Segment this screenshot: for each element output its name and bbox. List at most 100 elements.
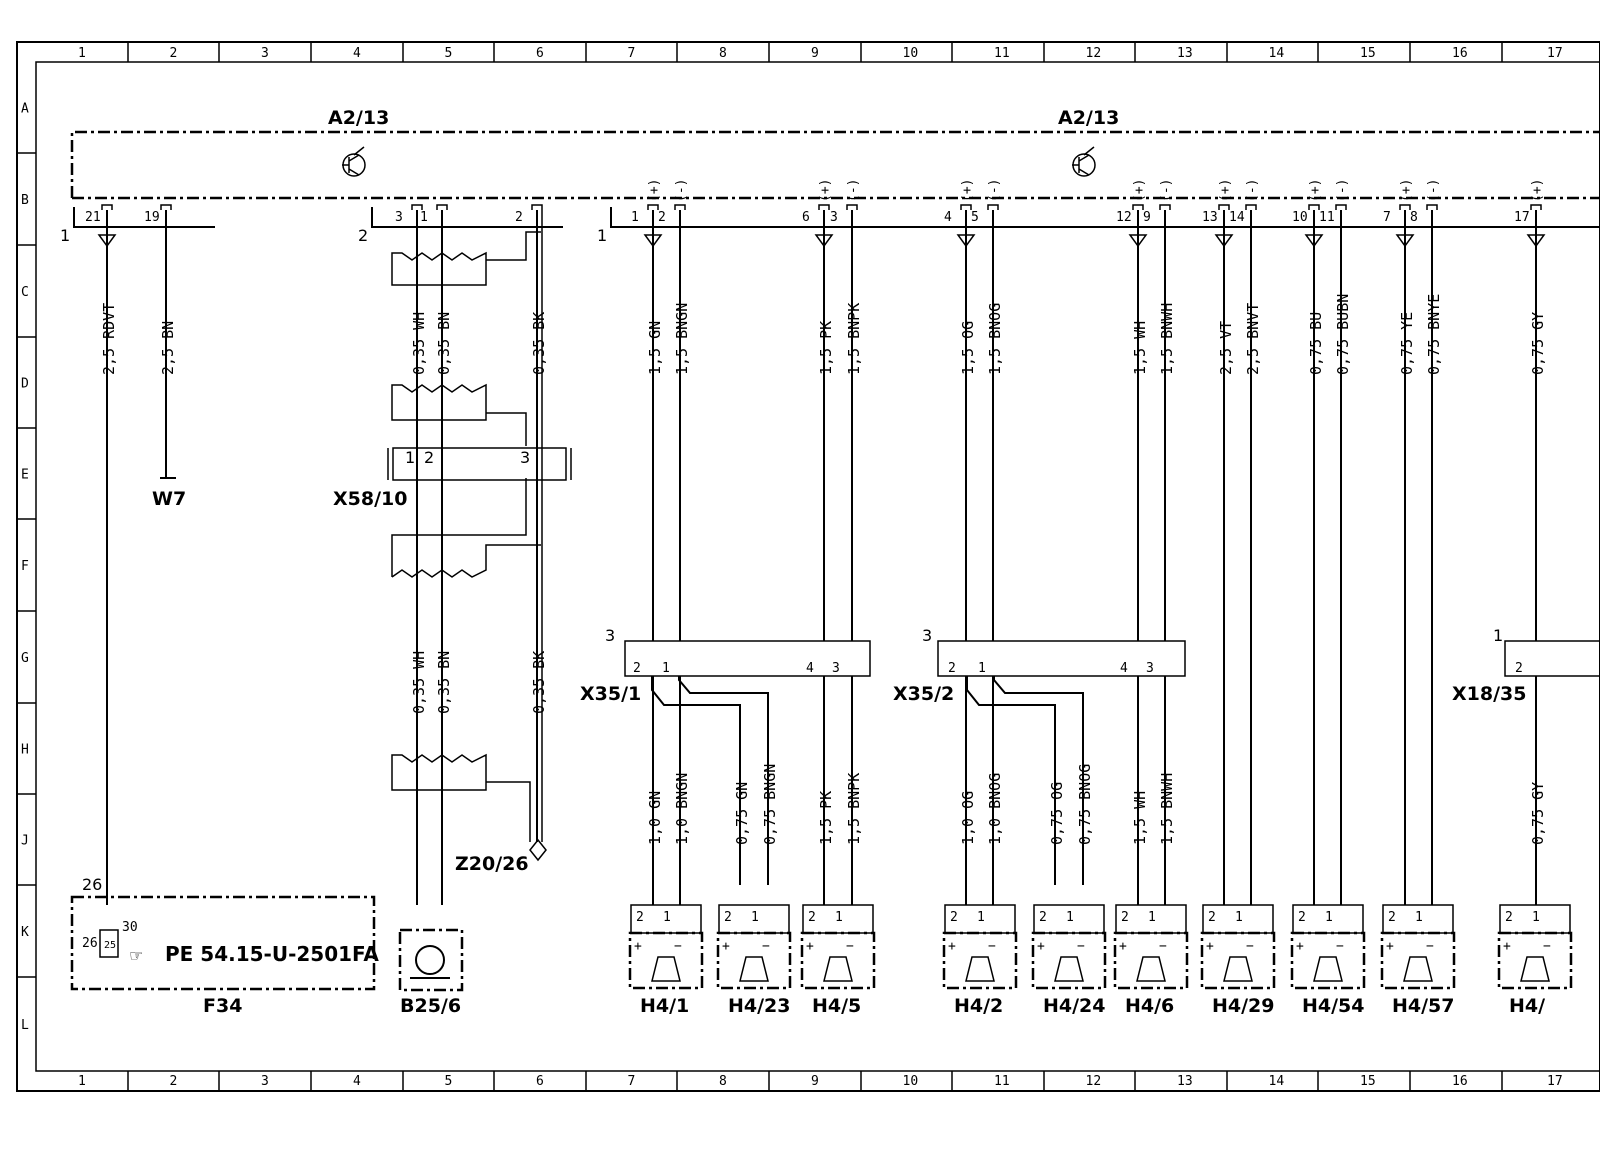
polarity-label: (+) <box>960 179 975 202</box>
minus-icon: − <box>846 939 854 954</box>
wire-label: 0,35 WH <box>410 312 428 375</box>
wire-label: 0,75 YE <box>1398 312 1416 375</box>
x35-2-connector <box>937 640 1186 677</box>
wire-sp7p: 7(+)0,75 YE <box>1383 179 1416 905</box>
wire-sp2p: 6(+)1,5 PK <box>802 179 835 641</box>
speaker-pin-1: 1 <box>1415 910 1423 925</box>
wire-label: 2,5 RDVT <box>100 303 118 375</box>
speaker-label: H4/2 <box>954 995 1003 1017</box>
speaker-pin-2: 2 <box>1505 910 1513 925</box>
speaker-connector <box>1033 904 1105 934</box>
connector-bar-2 <box>371 207 563 228</box>
x58-10-bracket <box>387 448 572 480</box>
plus-icon: + <box>1206 939 1214 954</box>
speaker-connector <box>630 904 702 934</box>
speaker-pin-2: 2 <box>724 910 732 925</box>
speaker-housing <box>628 931 704 990</box>
pin-contact <box>436 204 448 210</box>
speaker-housing <box>716 931 792 990</box>
connector-group-label: 2 <box>358 226 368 245</box>
minus-icon: − <box>1077 939 1085 954</box>
grid-row-label: A <box>21 102 29 117</box>
pin-contact <box>1308 204 1320 210</box>
pin-contact <box>674 204 686 210</box>
speaker-housing <box>1380 931 1456 990</box>
pin-contact <box>531 204 543 210</box>
speaker-pin-2: 2 <box>1208 910 1216 925</box>
mid-wire-label: 0,35 BK <box>530 651 548 714</box>
diode-icon <box>1526 234 1546 248</box>
pin-number: 3 <box>830 210 838 225</box>
grid-column-label: 11 <box>994 1074 1010 1089</box>
branch-wire <box>966 676 1056 885</box>
x35-1-pin-3: 3 <box>832 661 840 676</box>
f34-label: F34 <box>203 995 242 1017</box>
plus-icon: + <box>948 939 956 954</box>
plus-icon: + <box>1503 939 1511 954</box>
minus-icon: − <box>674 939 682 954</box>
wire-l13: 0,75 GY <box>1529 676 1547 905</box>
wire-label: 1,5 BNWH <box>1158 773 1176 845</box>
speaker-connector <box>944 904 1016 934</box>
grid-column-label: 16 <box>1452 46 1468 61</box>
grid-column-label: 8 <box>719 1074 727 1089</box>
speaker-icon <box>651 956 681 982</box>
grid-column-label: 4 <box>353 46 361 61</box>
wire-label: 0,75 BNGN <box>761 764 779 845</box>
speaker-label: H4/5 <box>812 995 861 1017</box>
x35-1-corner: 3 <box>605 626 615 645</box>
grid-column-label: 5 <box>445 1074 453 1089</box>
wire-label: 1,0 BNOG <box>986 773 1004 845</box>
junction-icon <box>529 838 547 862</box>
grid-column-label: 9 <box>811 46 819 61</box>
pin-number: 6 <box>802 210 810 225</box>
speaker-pin-1: 1 <box>1148 910 1156 925</box>
speaker-connector <box>1115 904 1187 934</box>
wire-label: 2,5 BNVT <box>1244 303 1262 375</box>
plus-icon: + <box>1296 939 1304 954</box>
grid-column-label: 7 <box>628 1074 636 1089</box>
wire-label: 1,5 BNOG <box>986 303 1004 375</box>
polarity-label: (-) <box>1335 179 1350 202</box>
speaker-connector <box>1382 904 1454 934</box>
speaker-housing <box>1290 931 1366 990</box>
pin-number: 10 <box>1292 210 1308 225</box>
diode-icon <box>814 234 834 248</box>
polarity-label: (+) <box>1530 179 1545 202</box>
grid-column-label: 1 <box>78 46 86 61</box>
connector-bar-3 <box>610 207 1600 228</box>
wire-sp5p: 13(+)2,5 VT <box>1202 179 1235 905</box>
module-label-right: A2/13 <box>1058 107 1119 129</box>
pin-contact <box>846 204 858 210</box>
wire-l7: 1,0 OG <box>959 676 977 905</box>
grid-column-label: 15 <box>1360 1074 1376 1089</box>
wire-label: 0,35 BN <box>435 312 453 375</box>
wire-sp1p: 1(+)1,5 GN <box>631 179 664 641</box>
speaker-connector <box>718 904 790 934</box>
grid-column-label: 6 <box>536 46 544 61</box>
wire-l12: 1,5 BNWH <box>1158 676 1176 905</box>
wire-sp7n: 8(-)0,75 BNYE <box>1410 179 1443 905</box>
grid-row-label: E <box>21 468 29 483</box>
x58-pin-3: 3 <box>520 448 530 467</box>
wire-sp8p: 17(+)0,75 GY <box>1514 179 1547 641</box>
fuse-25: 25 <box>104 940 116 951</box>
pin-number: 13 <box>1202 210 1218 225</box>
wire-sp5n: 14(-)2,5 BNVT <box>1229 179 1262 905</box>
diode-icon <box>1128 234 1148 248</box>
mid-wire-label: 0,35 WH <box>410 651 428 714</box>
fuse-reference: PE 54.15-U-2501FA <box>165 942 379 966</box>
connector-group-label: 1 <box>60 226 70 245</box>
wire-w-19: 192,5 BN <box>144 204 177 478</box>
wire-label: 0,75 BUBN <box>1334 294 1352 375</box>
wire-label: 1,0 OG <box>959 791 977 845</box>
wire-l1: 1,0 GN <box>646 676 664 905</box>
